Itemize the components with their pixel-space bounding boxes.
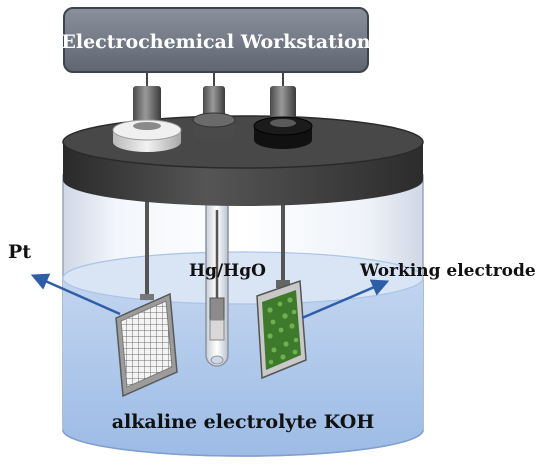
right-terminal bbox=[253, 86, 313, 149]
hg-hgo-label: Hg/HgO bbox=[189, 261, 266, 281]
middle-terminal bbox=[192, 86, 236, 141]
working-material-particles bbox=[267, 297, 299, 365]
electrolyte-label: alkaline electrolyte KOH bbox=[112, 411, 375, 433]
working-electrode-arrow bbox=[301, 279, 390, 320]
electrode-rods bbox=[145, 200, 285, 294]
workstation-title: Electrochemical Workstation bbox=[61, 31, 370, 53]
working-electrode-label: Working electrode bbox=[359, 261, 536, 281]
working-electrode bbox=[256, 279, 307, 380]
hg-hgo-reference-electrode bbox=[205, 195, 229, 367]
pt-mesh-electrode bbox=[115, 292, 178, 398]
connection-wires bbox=[146, 72, 284, 86]
label-arrows bbox=[30, 273, 390, 320]
left-terminal bbox=[112, 86, 182, 152]
workstation-box: Electrochemical Workstation bbox=[61, 7, 371, 73]
pt-arrow bbox=[30, 273, 121, 316]
pt-label: Pt bbox=[8, 241, 31, 263]
